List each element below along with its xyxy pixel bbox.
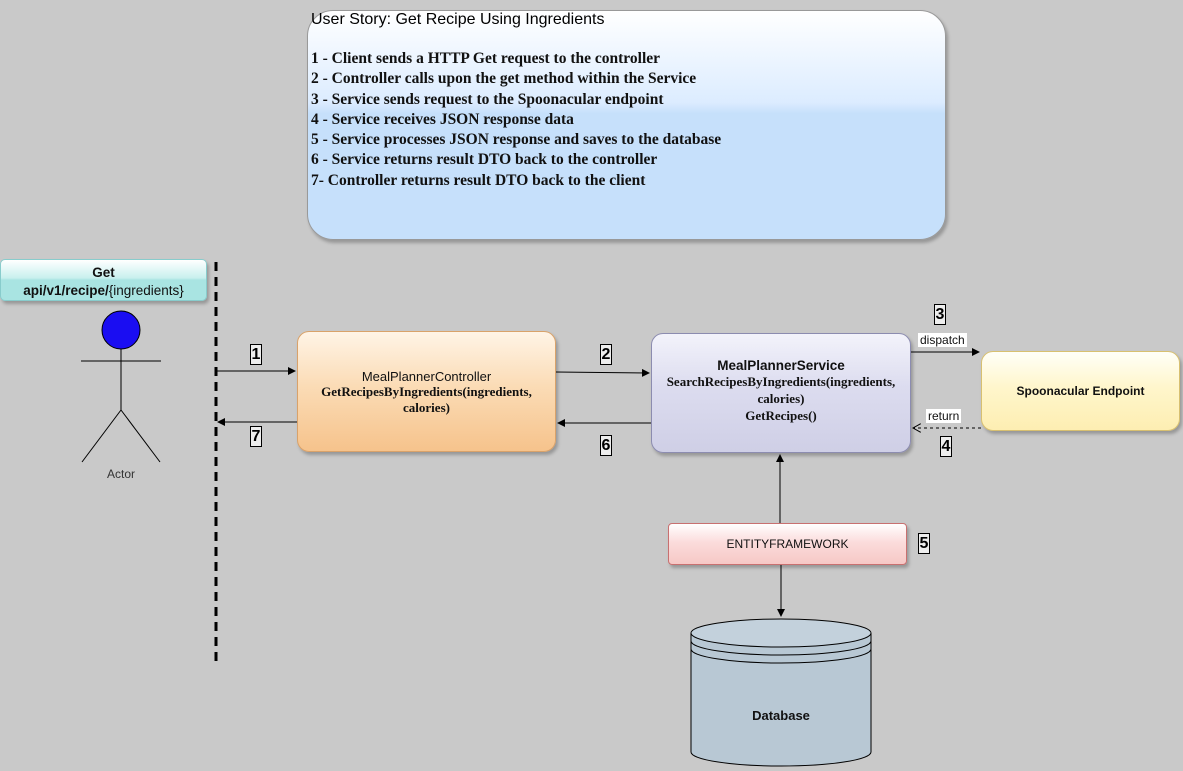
entity-framework: ENTITYFRAMEWORK	[668, 523, 907, 565]
story-step: 1 - Client sends a HTTP Get request to t…	[311, 50, 661, 67]
service-method: SearchRecipesByIngredients(ingredients,	[666, 374, 896, 389]
controller-method-args: calories)	[403, 400, 450, 415]
step-number-6: 6	[600, 435, 612, 456]
user-story-steps: 1 - Client sends a HTTP Get request to t…	[311, 49, 721, 191]
story-step: 2 - Controller calls upon the get method…	[311, 70, 697, 88]
step-number-2: 2	[600, 344, 612, 365]
meal-planner-service: MealPlannerService SearchRecipesByIngred…	[651, 333, 911, 453]
actor-label: Actor	[106, 467, 135, 481]
database-label: Database	[752, 708, 810, 723]
user-story-title: User Story: Get Recipe Using Ingredients	[311, 11, 605, 28]
step-number-5: 5	[918, 533, 930, 554]
actor-figure	[81, 310, 161, 463]
arrow-2	[555, 368, 650, 377]
step-number-7: 7	[250, 426, 262, 447]
database-cylinder	[690, 618, 872, 767]
story-step: 5 - Service processes JSON response and …	[311, 131, 722, 149]
api-path: api/v1/recipe/	[23, 283, 109, 298]
service-get-recipes: GetRecipes()	[745, 408, 817, 423]
meal-planner-controller: MealPlannerController GetRecipesByIngred…	[297, 331, 556, 452]
service-method-args: calories)	[757, 391, 805, 406]
user-story-note	[307, 10, 946, 240]
step-number-1: 1	[250, 344, 262, 365]
story-step: 6 - Service returns result DTO back to t…	[311, 151, 658, 169]
step-number-3: 3	[934, 304, 946, 325]
story-step: 4 - Service receives JSON response data	[311, 110, 574, 128]
controller-method: GetRecipesByIngredients(ingredients,	[321, 384, 532, 399]
actor-head	[101, 310, 141, 350]
http-method: Get	[92, 265, 115, 280]
service-title: MealPlannerService	[717, 358, 845, 373]
api-endpoint-label: Get api/v1/recipe/{ingredients}	[0, 259, 207, 301]
controller-title: MealPlannerController	[361, 369, 492, 384]
spoonacular-endpoint: Spoonacular Endpoint	[981, 351, 1180, 431]
story-step: 3 - Service sends request to the Spoonac…	[311, 90, 664, 108]
return-label: return	[926, 409, 962, 423]
entity-framework-label: ENTITYFRAMEWORK	[726, 537, 849, 551]
spoonacular-label: Spoonacular Endpoint	[1016, 384, 1145, 398]
story-step: 7- Controller returns result DTO back to…	[311, 171, 646, 189]
api-path-param: {ingredients}	[108, 283, 184, 298]
dispatch-label: dispatch	[918, 333, 967, 347]
step-number-4: 4	[940, 436, 952, 457]
